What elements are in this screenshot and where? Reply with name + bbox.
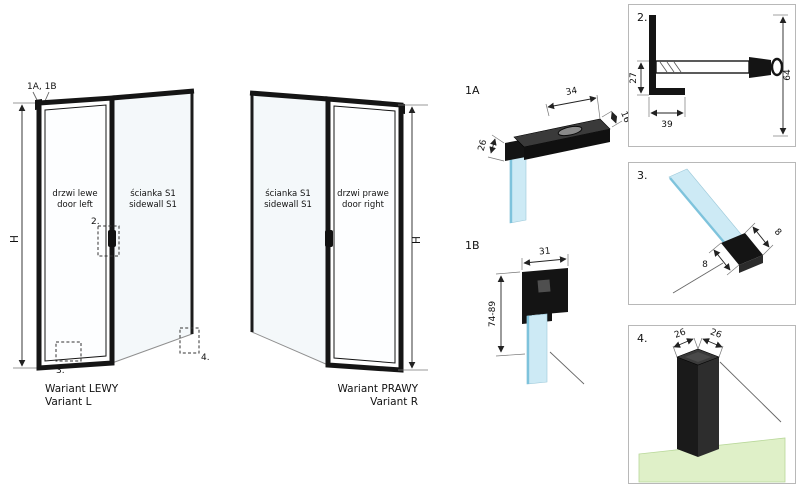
door-label-en: door left [57, 200, 93, 210]
dim-27-label: 27 [629, 72, 639, 83]
door-panel [35, 95, 115, 371]
end-cap [770, 57, 784, 77]
dim-31-label: 31 [539, 247, 551, 258]
variant-right-drawing: H ścianka S1 sidewall S1 drzwi prawe doo… [249, 90, 428, 408]
detail-3-label: 3. [637, 169, 648, 182]
dim-8-right-label: 8 [772, 227, 783, 238]
dim-16-label: 16 [618, 110, 630, 125]
variant-right-caption-en: Variant R [370, 396, 418, 408]
callout-1a1b-leader [44, 91, 50, 102]
callout-4: 4. [179, 327, 210, 363]
callout-2-box [97, 225, 120, 257]
dimension-64: 64 [773, 14, 793, 137]
detail-3-box: 3. 8 8 [628, 162, 796, 305]
detail-2-box: 2. 27 [628, 4, 796, 147]
detail-1a-drawing: 1A 34 16 26 [465, 84, 630, 224]
door-handle [108, 230, 116, 247]
height-dim-label: H [411, 236, 423, 244]
top-support-bar [111, 88, 195, 101]
sidewall-panel [111, 90, 194, 364]
support-bar-profile [513, 118, 611, 160]
callout-2-label: 2. [91, 217, 100, 227]
variant-right-caption-pl: Wariant PRAWY [337, 383, 418, 395]
glass-edge [668, 168, 746, 248]
callout-3-box [55, 341, 82, 362]
height-dim-label: H [9, 235, 21, 243]
dim-26-left-label: 26 [673, 327, 688, 341]
variant-left-caption-pl: Wariant LEWY [45, 383, 119, 395]
sidewall-panel [250, 92, 329, 366]
callout-2: 2. [91, 217, 120, 257]
dim-34-label: 34 [565, 86, 578, 98]
detail-2-drawing: 2. 27 [629, 11, 793, 137]
door-panel [325, 96, 405, 373]
sidewall-label-en: sidewall S1 [129, 200, 177, 210]
dim-26-right-label: 26 [709, 327, 724, 341]
detail-4-drawing: 4. 26 26 [637, 327, 786, 483]
dim-26-label: 26 [477, 138, 490, 152]
callout-3-label: 3. [56, 366, 65, 376]
corner-profile [721, 233, 763, 273]
door-label-en: door right [342, 200, 385, 210]
mounting-hole [537, 279, 551, 293]
callout-4-box [179, 327, 200, 354]
section-leader-line [672, 262, 724, 294]
sidewall-label-en: sidewall S1 [264, 200, 312, 210]
dimension-8-right: 8 [744, 222, 783, 256]
adjustment-slot [557, 125, 583, 137]
variant-left-drawing: 1A, 1B H drzwi lewe door left ścianka S1… [9, 82, 210, 408]
dimension-16: 16 [601, 110, 630, 128]
dimension-27: 27 [629, 60, 649, 96]
dimension-34: 34 [545, 86, 601, 120]
floor-plane [638, 437, 786, 483]
callout-4-label: 4. [201, 353, 210, 363]
callout-1a1b-label: 1A, 1B [27, 82, 57, 92]
detail-4-label: 4. [637, 332, 648, 345]
dimension-26: 26 [477, 134, 505, 162]
dim-74-89-label: 74-89 [488, 301, 498, 327]
detail-4-box: 4. 26 26 [628, 325, 796, 484]
section-leader-line [549, 351, 585, 385]
dimension-74-89: 74-89 [488, 271, 526, 357]
variant-left-caption-en: Variant L [45, 396, 92, 408]
detail-2-label: 2. [637, 11, 648, 24]
top-support-bar [249, 90, 329, 102]
wall-profile [676, 348, 720, 457]
door-handle [325, 230, 333, 247]
door-label-pl: drzwi lewe [52, 189, 97, 199]
rod-end-clamp [749, 57, 784, 78]
callout-3: 3. [55, 341, 82, 376]
height-dimension: H [9, 102, 38, 369]
sidewall-label-pl: ścianka S1 [130, 188, 176, 199]
glass-edge [509, 150, 527, 224]
dimension-26-right: 26 [697, 327, 724, 358]
sidewall-label-pl: ścianka S1 [265, 188, 311, 199]
wall-leader-line [719, 361, 782, 423]
wall-bracket-profile [649, 15, 685, 95]
dimension-8-bottom: 8 [702, 242, 740, 276]
profile-channel [685, 352, 711, 362]
detail-3-drawing: 3. 8 8 [637, 168, 783, 294]
dim-64-label: 64 [783, 69, 793, 81]
detail-1b-drawing: 1B 31 74-89 [465, 239, 585, 385]
glass-edge [526, 313, 548, 385]
dimension-31: 31 [521, 247, 569, 270]
dimension-26-left: 26 [672, 327, 699, 358]
dim-8-bottom-label: 8 [702, 260, 708, 270]
detail-1b-label: 1B [465, 239, 480, 252]
door-label-pl: drzwi prawe [337, 189, 389, 199]
support-rod [655, 60, 750, 74]
detail-1a-label: 1A [465, 84, 480, 97]
dim-39-label: 39 [661, 120, 673, 130]
callout-1a1b: 1A, 1B [27, 82, 57, 103]
dimension-39: 39 [648, 97, 686, 130]
height-dimension: H [398, 104, 428, 371]
